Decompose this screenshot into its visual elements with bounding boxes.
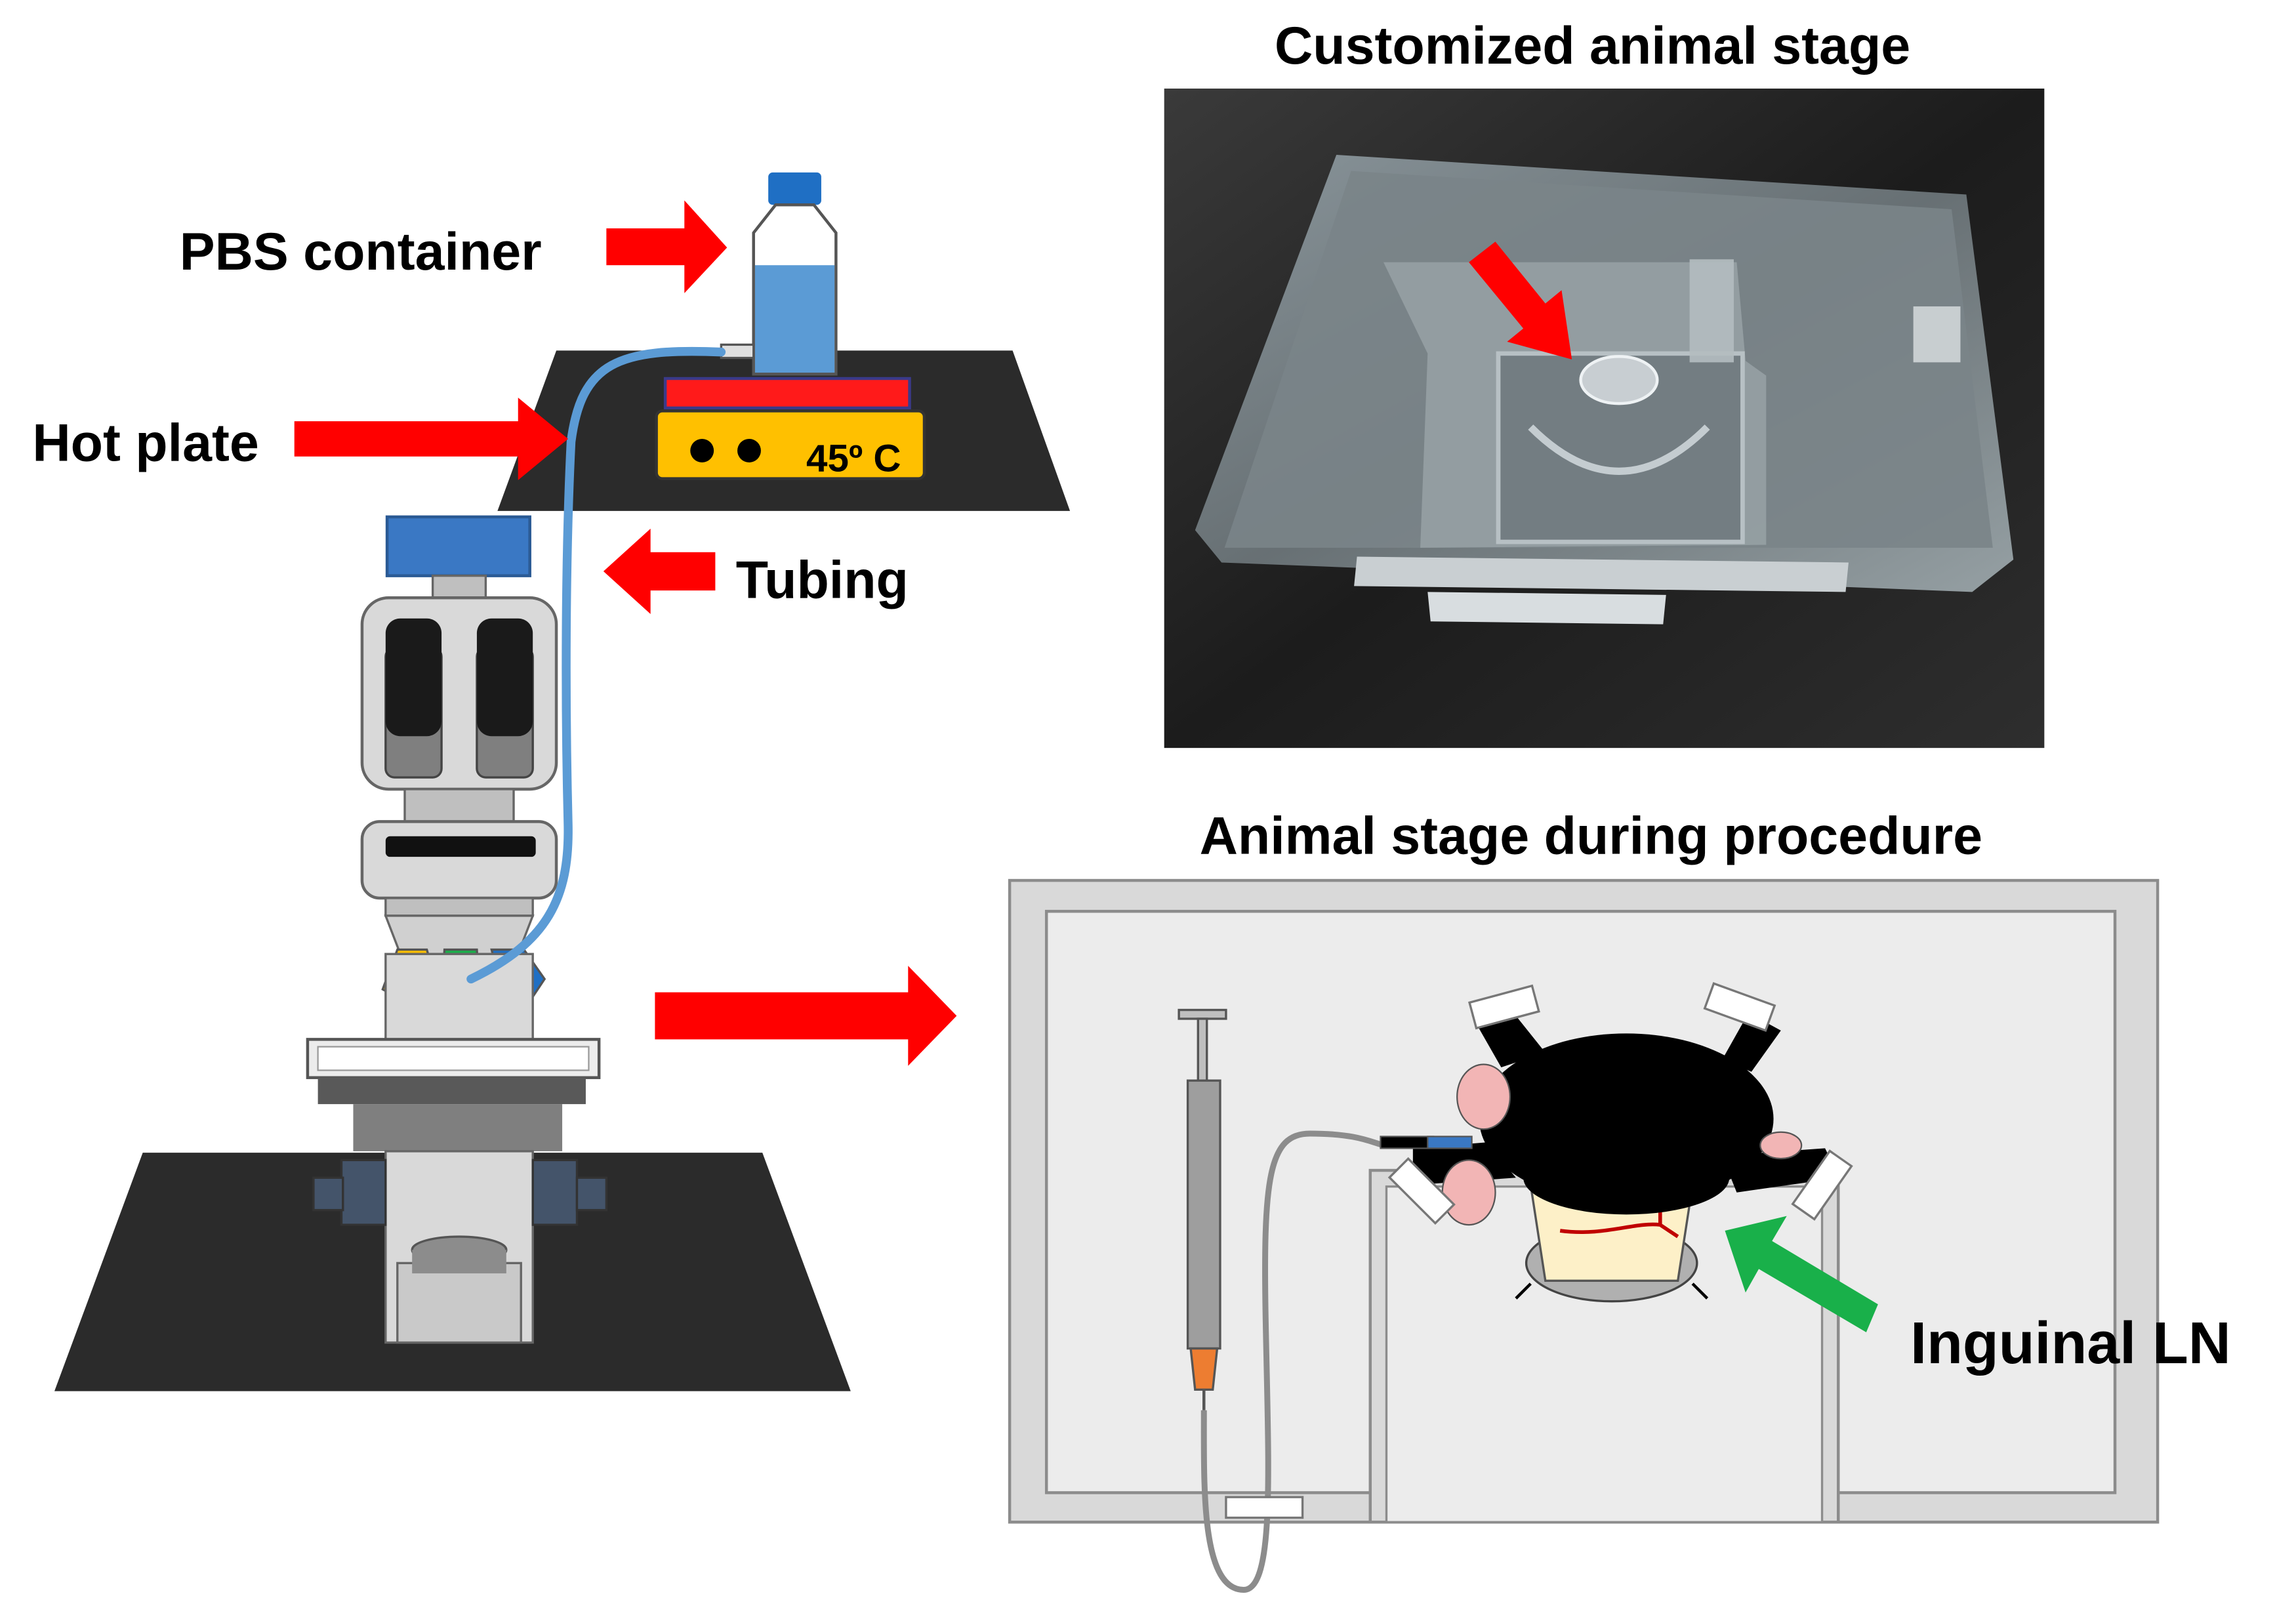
customized-stage-title: Customized animal stage (1275, 16, 1910, 75)
microscope-setup: 45º C (32, 172, 1071, 1391)
temperature-label: 45º C (806, 437, 901, 480)
pbs-container-label: PBS container (180, 222, 542, 281)
inguinal-ln-label: Inguinal LN (1910, 1311, 2231, 1376)
arrow-to-tubing (603, 528, 716, 614)
hot-plate-label: Hot plate (32, 414, 258, 473)
syringe (1178, 1008, 1227, 1410)
arrow-to-pbs-container (606, 200, 728, 293)
customized-stage-panel: Customized animal stage (1164, 16, 2045, 749)
arrow-to-inguinal-ln (1725, 1216, 1878, 1332)
hot-plate: 45º C (655, 377, 926, 480)
pbs-tubing (466, 346, 726, 984)
procedure-stage-panel: Animal stage during procedure (1008, 807, 2231, 1593)
microscope (306, 515, 608, 1344)
tubing-label: Tubing (736, 550, 909, 609)
acrylic-stage (1195, 154, 2014, 625)
arrow-to-hot-plate (294, 398, 569, 480)
arrow-to-procedure-stage (655, 966, 957, 1066)
arrow-to-stage-hole (1469, 241, 1572, 359)
catheter-line (1200, 1130, 1385, 1593)
mouse (1380, 982, 1853, 1303)
pbs-bottle (720, 172, 838, 376)
procedure-stage-title: Animal stage during procedure (1200, 807, 1983, 866)
